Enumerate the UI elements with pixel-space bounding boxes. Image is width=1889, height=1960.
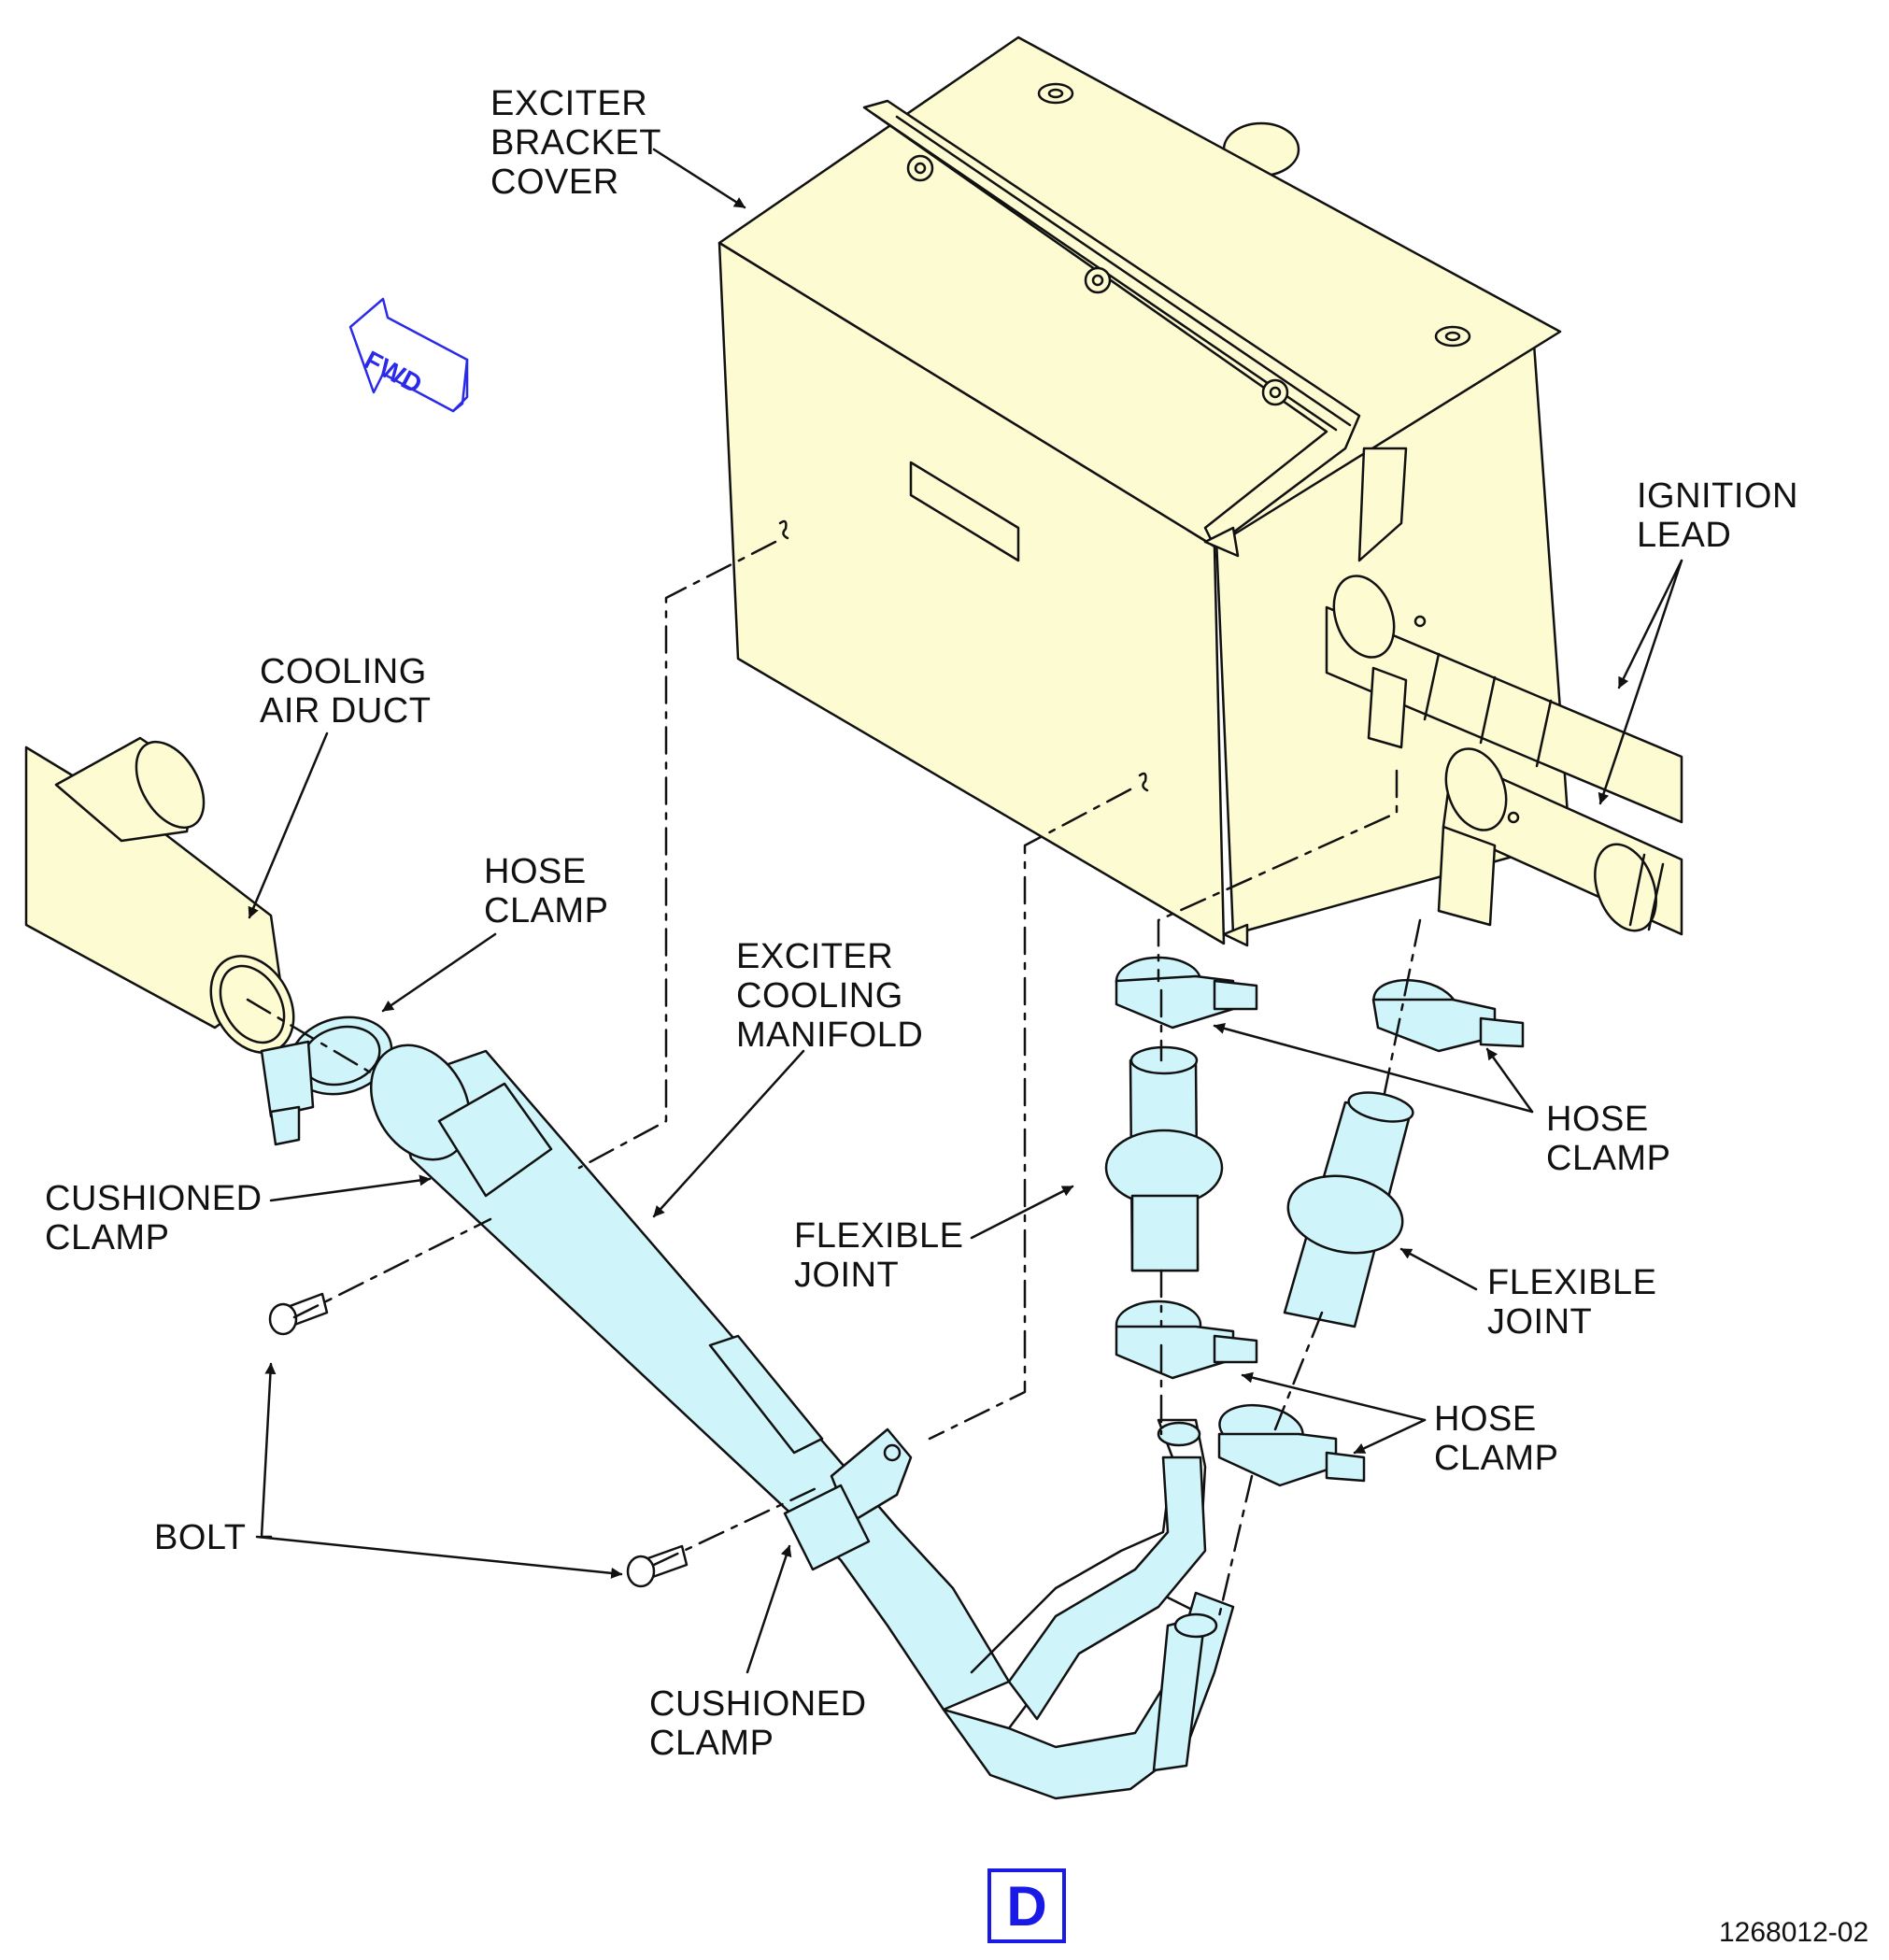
hose-clamp-right-4 bbox=[1217, 1403, 1366, 1487]
label-hose-clamp-right-lower: HOSE CLAMP bbox=[1434, 1399, 1559, 1478]
figure-number: 1268012-02 bbox=[1719, 1917, 1869, 1948]
bolt-lower bbox=[626, 1544, 689, 1588]
hose-clamp-right-1 bbox=[1115, 956, 1258, 1030]
label-cooling-air-duct: COOLING AIR DUCT bbox=[260, 652, 432, 731]
fwd-direction-arrow bbox=[348, 297, 469, 413]
label-bolt: BOLT bbox=[154, 1518, 247, 1557]
view-letter-box: D bbox=[987, 1868, 1066, 1943]
label-ignition-lead: IGNITION LEAD bbox=[1637, 476, 1798, 555]
ignition-lead-lower bbox=[1367, 666, 1683, 936]
label-flexible-joint-right: FLEXIBLE JOINT bbox=[1487, 1263, 1657, 1342]
view-letter: D bbox=[1006, 1874, 1047, 1938]
label-flexible-joint-left: FLEXIBLE JOINT bbox=[794, 1216, 964, 1295]
ignition-lead-upper bbox=[1325, 575, 1683, 824]
hose-clamp-right-3 bbox=[1115, 1300, 1258, 1380]
label-exciter-bracket-cover: EXCITER BRACKET COVER bbox=[490, 84, 661, 202]
flexible-joint-left bbox=[1104, 1045, 1224, 1272]
alignment-lines bbox=[246, 540, 1422, 1618]
exciter-bracket-cover bbox=[717, 36, 1571, 947]
label-hose-clamp-left: HOSE CLAMP bbox=[484, 852, 609, 930]
label-cushioned-clamp-bottom: CUSHIONED CLAMP bbox=[649, 1684, 867, 1763]
exciter-cooling-manifold bbox=[369, 1044, 1235, 1800]
leader-lines bbox=[248, 148, 1683, 1674]
cooling-air-duct bbox=[24, 736, 295, 1054]
label-cushioned-clamp-left: CUSHIONED CLAMP bbox=[45, 1179, 263, 1257]
label-exciter-cooling-manifold: EXCITER COOLING MANIFOLD bbox=[736, 937, 924, 1055]
hose-clamp-right-2 bbox=[1371, 978, 1525, 1053]
flexible-joint-right bbox=[1283, 1091, 1414, 1328]
label-hose-clamp-right-upper: HOSE CLAMP bbox=[1546, 1100, 1671, 1178]
